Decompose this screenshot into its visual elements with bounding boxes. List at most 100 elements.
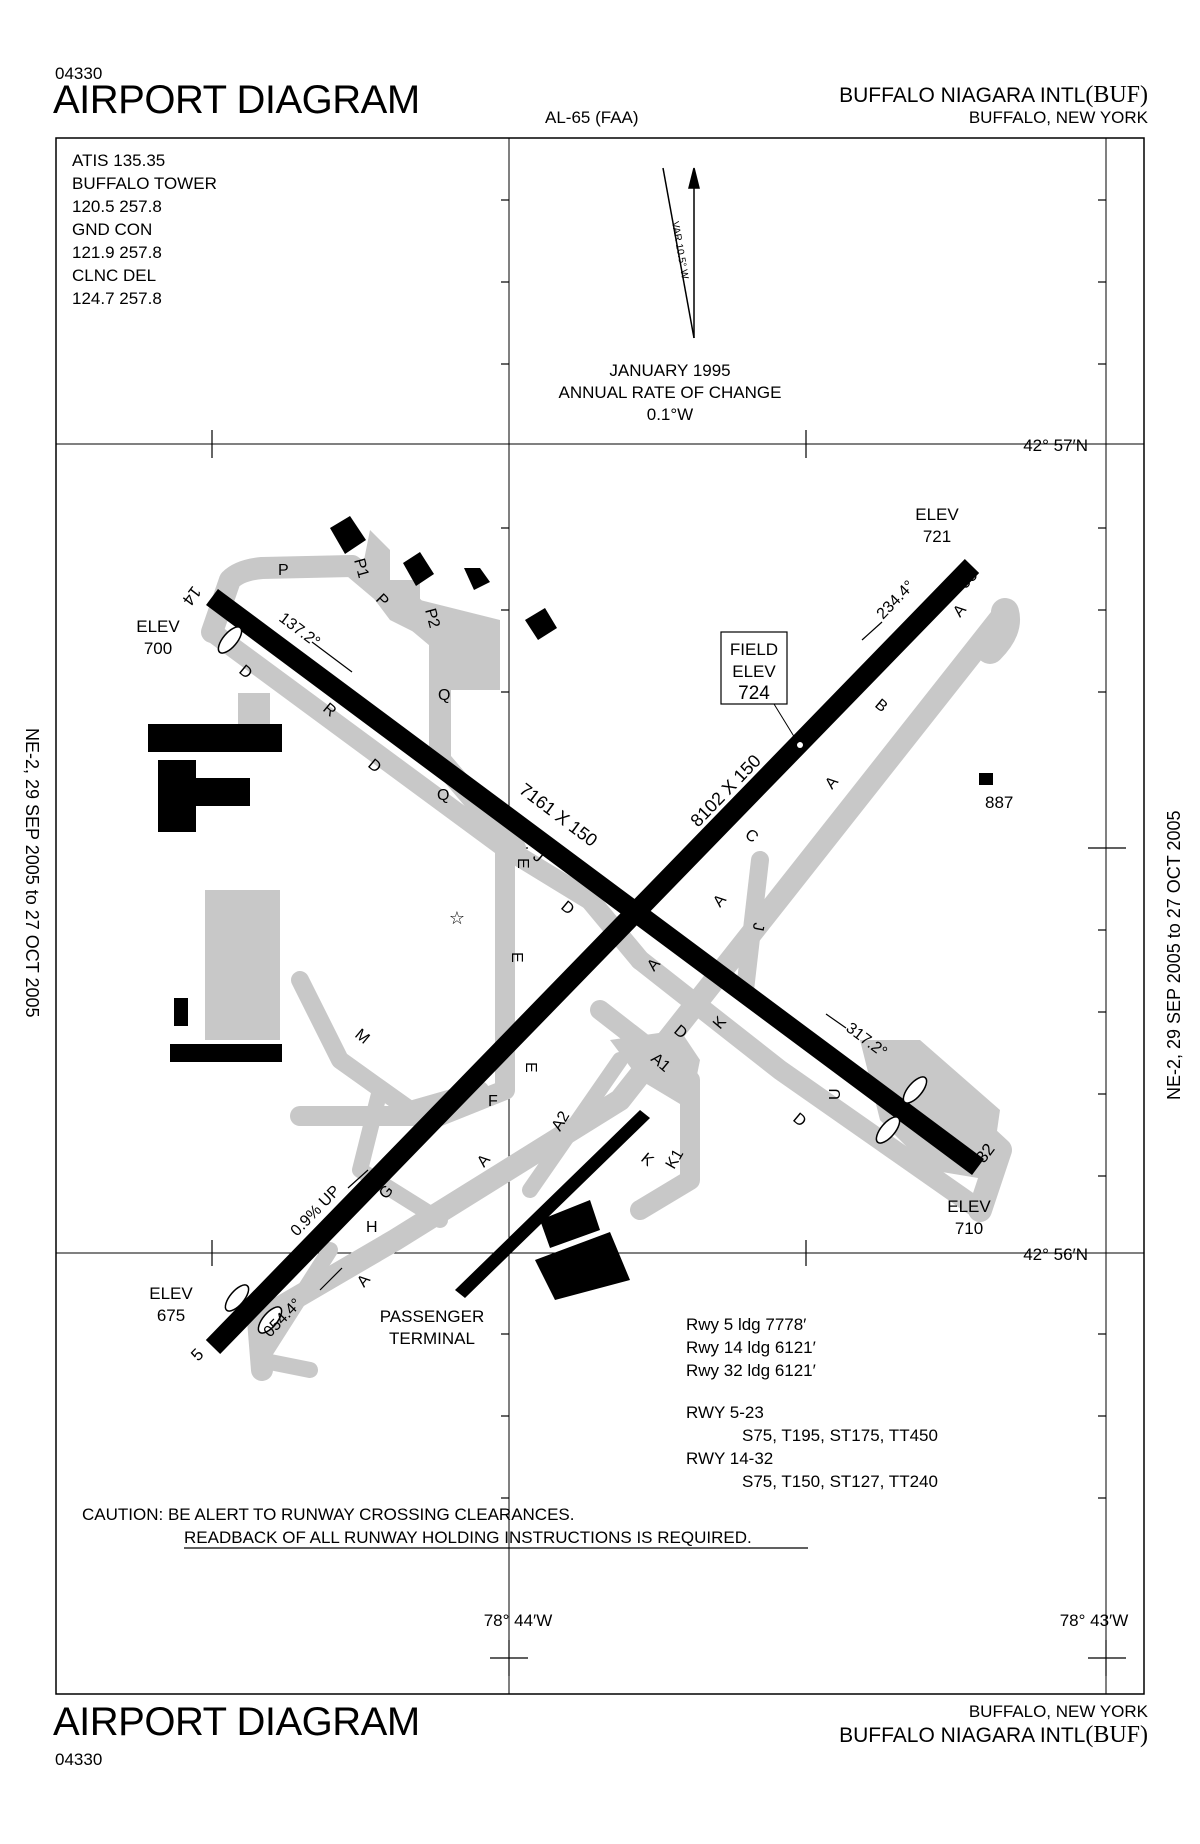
freq-gnd: 121.9 257.8 — [72, 243, 162, 262]
freq-gnd-label: GND CON — [72, 220, 152, 239]
apron-terminal — [610, 1030, 700, 1110]
field-elev-value: 724 — [738, 683, 770, 704]
taxiway-label-q: Q — [438, 687, 450, 704]
heading-14-arrow — [311, 641, 353, 673]
footer-airport-name: BUFFALO NIAGARA INTL — [839, 1724, 1086, 1747]
field-elev-leader — [773, 703, 799, 744]
taxiway-label-a-4: A — [710, 891, 730, 910]
obstacle-marker — [979, 773, 993, 785]
taxiway-label-b: B — [871, 696, 890, 716]
strength-rwy-5-23: S75, T195, ST175, TT450 — [742, 1426, 938, 1445]
page-title: AIRPORT DIAGRAM — [53, 78, 420, 122]
taxiway-label-p: P — [278, 562, 289, 579]
procedure-id: AL-65 (FAA) — [545, 108, 639, 127]
footer-airport-code: (BUF) — [1085, 1722, 1148, 1748]
strength-rwy-14-32: S75, T150, ST127, TT240 — [742, 1472, 938, 1491]
footer-title: AIRPORT DIAGRAM — [53, 1700, 420, 1744]
taxiway-label-u: U — [827, 1088, 844, 1100]
heading-32-arrow — [825, 1013, 847, 1029]
taxiway-label-e-2: E — [508, 952, 525, 963]
freq-tower: 120.5 257.8 — [72, 197, 162, 216]
terminal-building-1 — [535, 1232, 630, 1300]
lon-west-label: 78° 44′W — [484, 1611, 553, 1630]
taxiway-label-f: F — [488, 1093, 498, 1110]
elev-32-value: 710 — [955, 1219, 983, 1238]
effective-dates-left: NE-2, 29 SEP 2005 to 27 OCT 2005 — [22, 728, 42, 1018]
taxiway-label-a-6: A — [950, 601, 970, 620]
runway-end-5: 5 — [187, 1345, 207, 1365]
terminal-label-2: TERMINAL — [389, 1329, 475, 1348]
freq-clnc: 124.7 257.8 — [72, 289, 162, 308]
heading-5-arrow — [319, 1267, 343, 1291]
taxiway-network — [201, 555, 1020, 1381]
strength-rwy-5-23-label: RWY 5-23 — [686, 1403, 764, 1422]
mag-rate: 0.1°W — [647, 405, 693, 424]
airport-title: BUFFALO NIAGARA INTL(BUF) — [839, 82, 1148, 109]
heading-23-arrow — [861, 621, 883, 641]
airport-beacon-icon: ☆ — [449, 908, 465, 928]
runway-end-lights — [217, 626, 928, 1334]
elev-5-value: 675 — [157, 1306, 185, 1325]
building-hangar-1 — [148, 724, 282, 752]
ldg-rwy-32: Rwy 32 ldg 6121′ — [686, 1361, 816, 1380]
apron-west — [205, 890, 280, 1040]
lat-south-label: 42° 56′N — [1023, 1245, 1088, 1264]
taxiway-label-e: E — [514, 858, 531, 869]
caution-line-2: READBACK OF ALL RUNWAY HOLDING INSTRUCTI… — [184, 1528, 752, 1547]
footer-airport-title: BUFFALO NIAGARA INTL(BUF) — [839, 1722, 1148, 1749]
caution-line-1: CAUTION: BE ALERT TO RUNWAY CROSSING CLE… — [82, 1505, 575, 1524]
building-hangar-2 — [158, 760, 196, 832]
airport-code: (BUF) — [1085, 82, 1148, 108]
taxiway-label-j-2: J — [749, 921, 767, 932]
terminal-label-1: PASSENGER — [380, 1307, 485, 1326]
taxiway-label-p1: P1 — [350, 557, 372, 580]
buildings — [148, 516, 993, 1300]
building-north-1 — [330, 516, 366, 554]
field-elev-label2: ELEV — [732, 662, 776, 681]
terminal-concourse — [455, 1110, 650, 1298]
building-small-west — [174, 998, 188, 1026]
freq-clnc-label: CLNC DEL — [72, 266, 156, 285]
taxiway-label-p2: P2 — [421, 607, 443, 630]
building-north-3 — [464, 568, 490, 590]
mag-date: JANUARY 1995 — [609, 361, 730, 380]
chart-number: 04330 — [55, 64, 103, 83]
footer-chart-number: 04330 — [55, 1750, 103, 1769]
taxiway-label-h: H — [366, 1219, 378, 1236]
airport-name: BUFFALO NIAGARA INTL — [839, 84, 1086, 107]
ldg-rwy-14: Rwy 14 ldg 6121′ — [686, 1338, 816, 1357]
runway-14-32 — [206, 588, 984, 1176]
diagram-frame — [55, 137, 1145, 1695]
effective-dates-right: NE-2, 29 SEP 2005 to 27 OCT 2005 — [1164, 810, 1184, 1100]
taxiway-label-d-5: D — [789, 1110, 809, 1130]
mag-rate-label: ANNUAL RATE OF CHANGE — [559, 383, 782, 402]
taxiway-label-k-2: K — [637, 1150, 656, 1170]
building-north-2 — [403, 552, 434, 586]
elev-32-label: ELEV — [947, 1197, 991, 1216]
terminal-building-2 — [540, 1200, 600, 1248]
taxiway-label-a-5: A — [822, 773, 842, 792]
magnetic-variation: VAR 10.5° W — [669, 221, 690, 281]
elev-14-value: 700 — [144, 639, 172, 658]
footer-city: BUFFALO, NEW YORK — [968, 1702, 1148, 1721]
city: BUFFALO, NEW YORK — [968, 108, 1148, 127]
elev-14-label: ELEV — [136, 617, 180, 636]
runway-5-23 — [205, 559, 980, 1354]
elev-23-label: ELEV — [915, 505, 959, 524]
slope-arrow — [347, 1169, 369, 1189]
freq-tower-label: BUFFALO TOWER — [72, 174, 217, 193]
strength-rwy-14-32-label: RWY 14-32 — [686, 1449, 773, 1468]
field-elev-label1: FIELD — [730, 640, 778, 659]
building-north-4 — [525, 608, 557, 640]
field-elev-box — [720, 631, 788, 705]
elev-23-value: 721 — [923, 527, 951, 546]
ldg-rwy-5: Rwy 5 ldg 7778′ — [686, 1315, 806, 1334]
taxiway-label-c: C — [741, 826, 761, 846]
taxiway-label-q-2: Q — [437, 787, 449, 804]
apron-north — [360, 530, 500, 690]
lat-north-label: 42° 57′N — [1023, 436, 1088, 455]
elev-5-label: ELEV — [149, 1284, 193, 1303]
building-south-west — [170, 1044, 282, 1062]
taxiway-label-e-3: E — [522, 1062, 539, 1073]
